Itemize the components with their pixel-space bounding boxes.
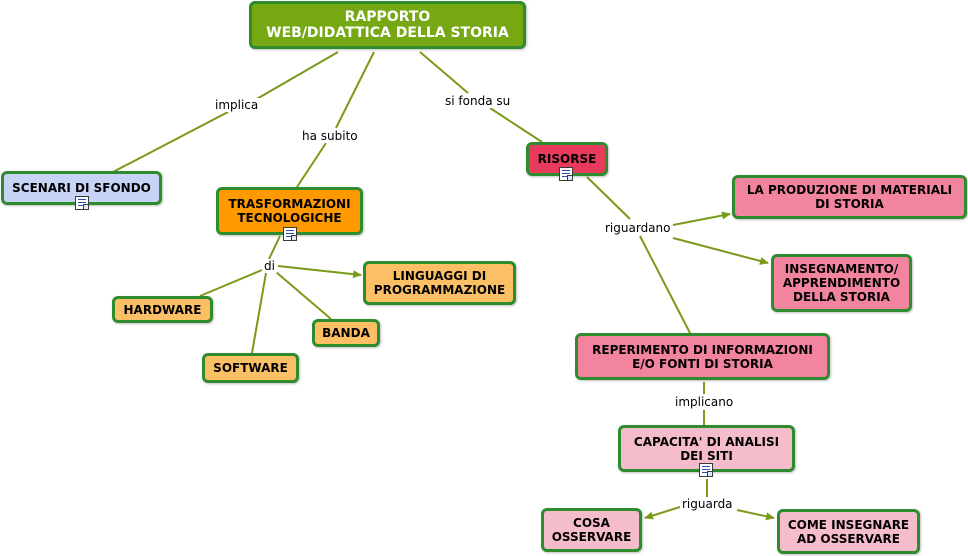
link-label-riguarda: riguarda: [680, 497, 735, 511]
concept-hardware[interactable]: HARDWARE: [112, 296, 213, 323]
document-icon[interactable]: [283, 227, 297, 241]
document-icon[interactable]: [559, 167, 573, 181]
link-di-hardware: [199, 269, 263, 297]
concept-reperimento-text: REPERIMENTO DI INFORMAZIONI E/O FONTI DI…: [592, 342, 813, 371]
link-label-implica: implica: [213, 98, 261, 112]
concept-produzione-materiali[interactable]: LA PRODUZIONE DI MATERIALI DI STORIA: [732, 175, 967, 219]
link-implica-scenari: [112, 111, 229, 173]
concept-software-text: SOFTWARE: [213, 361, 288, 375]
link-label-implicano: implicano: [673, 395, 736, 409]
link-trasformazioni-di: [268, 235, 281, 260]
link-label-riguardano: riguardano: [603, 221, 673, 235]
document-icon[interactable]: [75, 196, 89, 210]
concept-insegnamento-text: INSEGNAMENTO/ APPRENDIMENTO DELLA STORIA: [782, 262, 901, 304]
concept-root[interactable]: RAPPORTO WEB/DIDATTICA DELLA STORIA: [249, 1, 526, 49]
concept-reperimento-informazioni[interactable]: REPERIMENTO DI INFORMAZIONI E/O FONTI DI…: [575, 333, 830, 380]
concept-hardware-text: HARDWARE: [123, 302, 202, 317]
link-riguardano-insegnamento: [672, 237, 769, 265]
concept-banda[interactable]: BANDA: [312, 319, 380, 347]
link-sifonda-risorse: [489, 107, 543, 143]
concept-risorse-text: RISORSE: [537, 152, 597, 166]
concept-cosa-osservare[interactable]: COSA OSSERVARE: [541, 508, 642, 552]
link-di-linguaggi: [277, 265, 362, 279]
concept-scenari-text: SCENARI DI SFONDO: [12, 181, 151, 195]
link-label-ha-subito: ha subito: [300, 129, 360, 143]
concept-capacita-text: CAPACITA' DI ANALISI DEI SITI: [633, 434, 780, 463]
link-di-software: [251, 272, 267, 354]
concept-software[interactable]: SOFTWARE: [202, 353, 299, 383]
concept-insegnamento-apprendimento[interactable]: INSEGNAMENTO/ APPRENDIMENTO DELLA STORIA: [771, 254, 912, 312]
concept-come-insegnare[interactable]: COME INSEGNARE AD OSSERVARE: [777, 509, 920, 554]
link-root-hasubito: [335, 51, 375, 129]
link-riguardano-produzione: [672, 211, 731, 226]
link-root-sifonda: [419, 51, 469, 94]
link-label-si-fonda-su: si fonda su: [443, 94, 513, 108]
link-riguarda-come: [736, 509, 775, 521]
concept-trasformazioni-text: TRASFORMAZIONI TECNOLOGICHE: [228, 197, 351, 225]
concept-root-text: RAPPORTO WEB/DIDATTICA DELLA STORIA: [266, 9, 509, 41]
link-root-implica: [247, 51, 339, 105]
concept-linguaggi-di-programmazione[interactable]: LINGUAGGI DI PROGRAMMAZIONE: [363, 261, 516, 305]
link-risorse-riguardano: [586, 176, 631, 220]
link-hasubito-trasformazioni: [296, 142, 327, 188]
link-riguardano-reperimento: [639, 235, 691, 334]
concept-banda-text: BANDA: [322, 326, 370, 340]
link-riguarda-cosa: [644, 506, 681, 520]
link-di-banda: [275, 271, 332, 320]
link-label-di: di: [262, 259, 277, 273]
concept-linguaggi-text: LINGUAGGI DI PROGRAMMAZIONE: [373, 269, 506, 297]
concept-cosa-text: COSA OSSERVARE: [551, 516, 632, 544]
document-icon[interactable]: [699, 463, 713, 477]
concept-produzione-text: LA PRODUZIONE DI MATERIALI DI STORIA: [746, 183, 953, 211]
concept-come-text: COME INSEGNARE AD OSSERVARE: [787, 517, 910, 546]
